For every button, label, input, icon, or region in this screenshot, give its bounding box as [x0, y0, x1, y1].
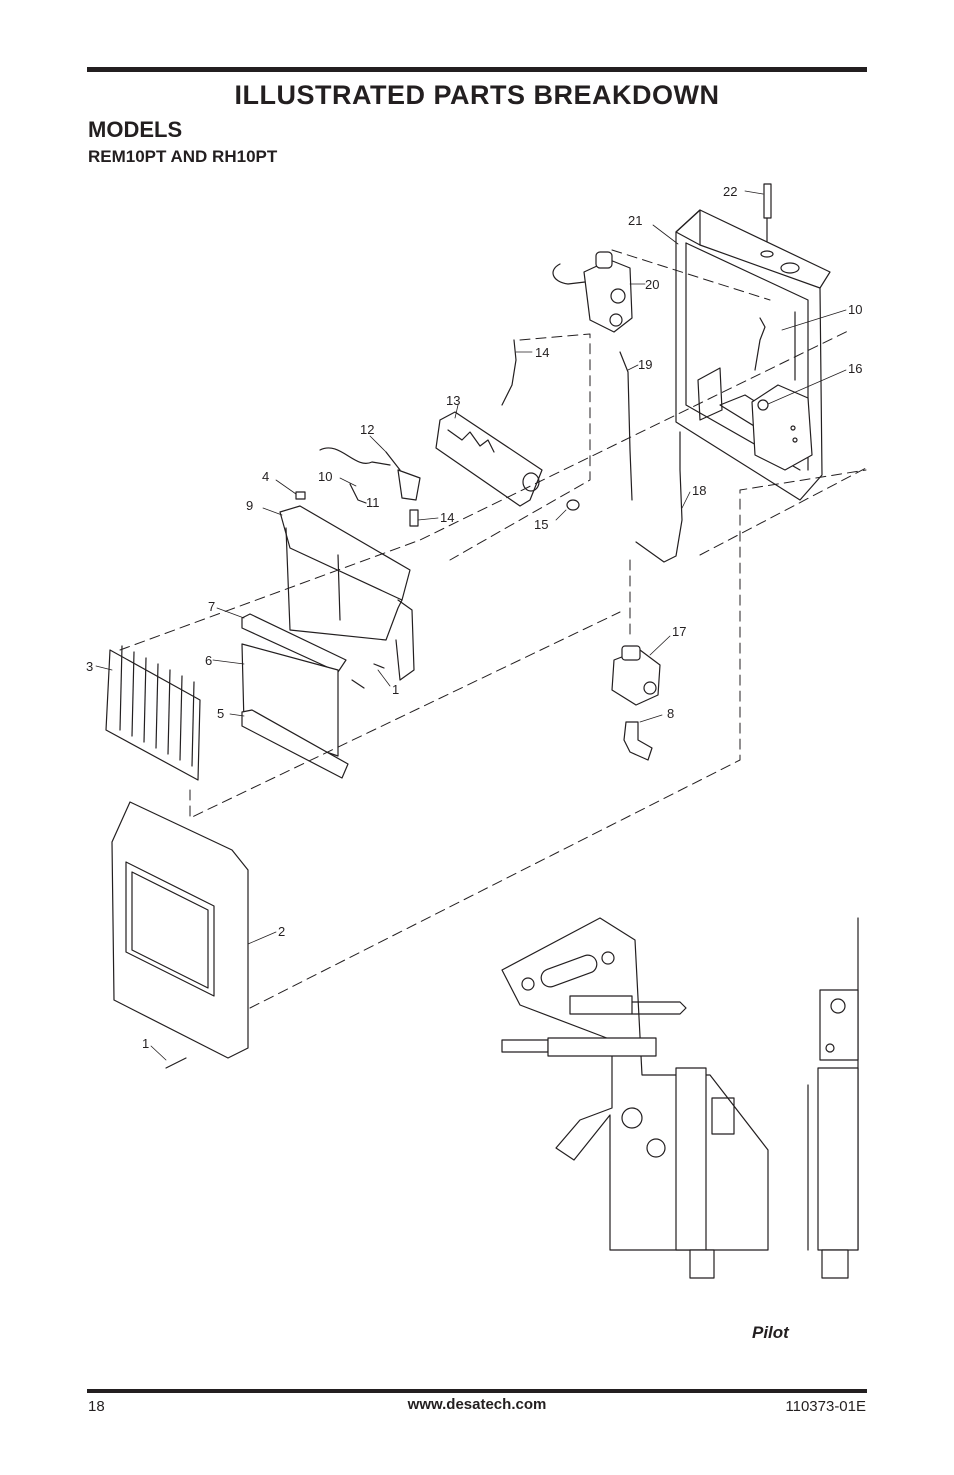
part-2-front-panel	[111, 801, 249, 1059]
callout-4: 4	[262, 469, 269, 484]
part-14-tube-upper	[501, 339, 517, 406]
callout-1b: 1	[142, 1036, 149, 1051]
part-1-screw-c	[165, 1057, 187, 1069]
part-9-housing	[279, 505, 415, 681]
callout-10b: 10	[318, 469, 332, 484]
part-1-screw-a	[351, 679, 365, 689]
callout-7: 7	[208, 599, 215, 614]
callout-22: 22	[723, 184, 737, 199]
callout-10a: 10	[848, 302, 862, 317]
models-subheading: REM10PT AND RH10PT	[88, 147, 278, 166]
top-rule	[87, 67, 867, 72]
callout-13: 13	[446, 393, 460, 408]
pilot-detail-view	[501, 917, 859, 1279]
part-12-pilot-assembly	[319, 447, 421, 527]
part-15-fitting	[566, 499, 580, 511]
part-8-elbow	[623, 721, 653, 761]
callout-1a: 1	[392, 682, 399, 697]
part-17-regulator	[611, 645, 661, 706]
part-3-grill	[105, 645, 201, 781]
callout-14a: 14	[535, 345, 549, 360]
part-5-bracket	[241, 709, 349, 779]
pilot-caption: Pilot	[752, 1323, 789, 1342]
callout-18: 18	[692, 483, 706, 498]
models-heading: MODELS	[88, 117, 183, 142]
callout-20: 20	[645, 277, 659, 292]
part-10-tubing-right	[754, 317, 766, 371]
document-number: 110373-01E	[785, 1398, 866, 1415]
callout-8: 8	[667, 706, 674, 721]
callout-17: 17	[672, 624, 686, 639]
page-number: 18	[88, 1398, 105, 1415]
callout-3: 3	[86, 659, 93, 674]
part-19-tube	[619, 351, 633, 501]
part-20-control-valve	[552, 251, 633, 333]
callout-19: 19	[638, 357, 652, 372]
callout-5: 5	[217, 706, 224, 721]
callout-14b: 14	[440, 510, 454, 525]
callout-15: 15	[534, 517, 548, 532]
website-link[interactable]: www.desatech.com	[407, 1396, 547, 1413]
part-13-burner	[435, 411, 543, 507]
part-18-tube	[635, 431, 683, 563]
callout-11: 11	[366, 495, 380, 510]
exploded-parts-diagram: 22 21 20 10 16 14 19 13 12 10 11 4 9 14 …	[86, 183, 867, 1279]
page-title: ILLUSTRATED PARTS BREAKDOWN	[234, 80, 720, 110]
part-4-clip	[295, 491, 306, 500]
part-1-screw-b	[373, 663, 385, 669]
bottom-rule	[87, 1389, 867, 1393]
callout-9: 9	[246, 498, 253, 513]
callout-16: 16	[848, 361, 862, 376]
part-7-bracket	[241, 613, 347, 673]
callout-6: 6	[205, 653, 212, 668]
part-16-bracket	[751, 384, 813, 471]
part-22-electrode	[763, 183, 772, 251]
callout-12: 12	[360, 422, 374, 437]
callout-2: 2	[278, 924, 285, 939]
callout-21: 21	[628, 213, 642, 228]
